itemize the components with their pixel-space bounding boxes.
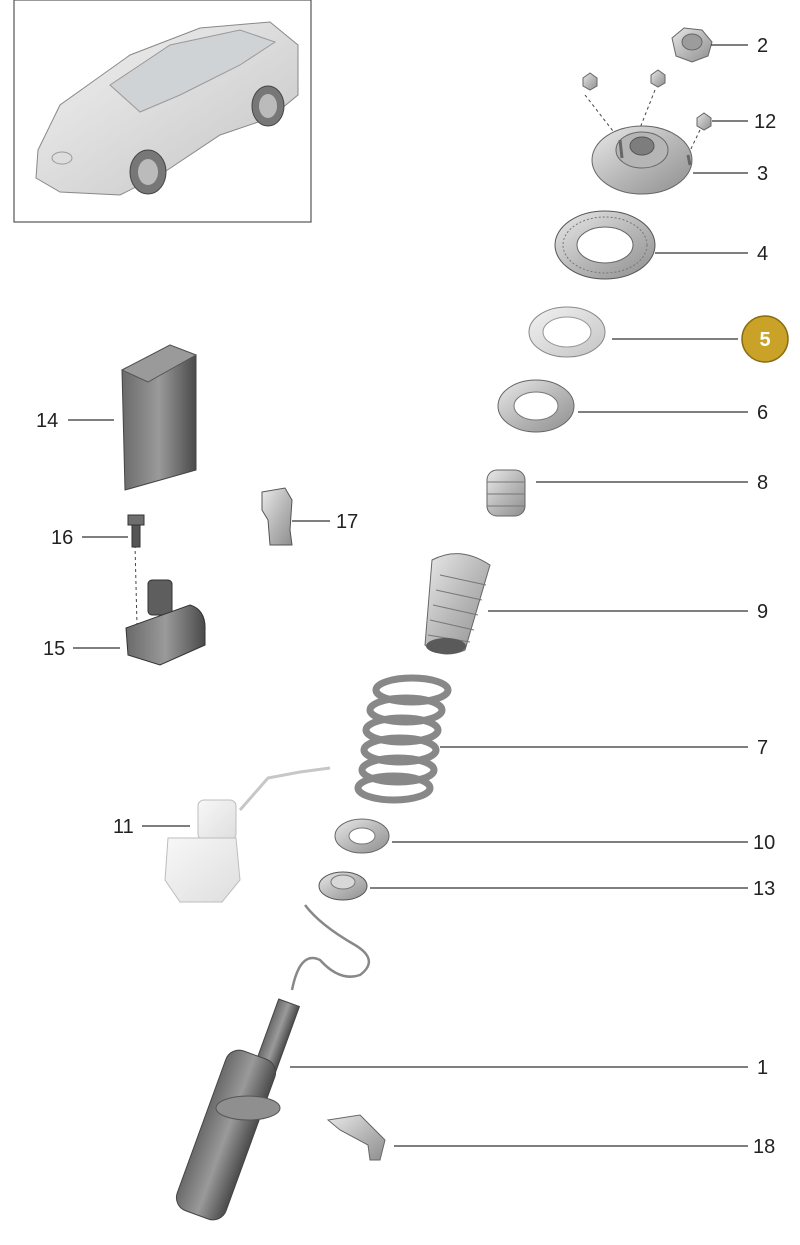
callout-8[interactable]: 8 xyxy=(757,472,768,494)
part-18-clip[interactable] xyxy=(326,1114,386,1161)
callout-18[interactable]: 18 xyxy=(753,1136,775,1158)
part-4-bearing[interactable] xyxy=(554,210,656,280)
callout-13[interactable]: 13 xyxy=(753,878,775,900)
callout-1[interactable]: 1 xyxy=(757,1057,768,1079)
part-10-spring-seat[interactable] xyxy=(334,818,390,854)
part-1-shock-absorber[interactable] xyxy=(172,904,370,1224)
callout-15[interactable]: 15 xyxy=(43,638,65,660)
part-5-washer[interactable] xyxy=(528,306,606,358)
callout-9[interactable]: 9 xyxy=(757,601,768,623)
part-3-top-mount[interactable] xyxy=(591,125,693,195)
callout-17[interactable]: 17 xyxy=(336,511,358,533)
part-14-control-unit[interactable] xyxy=(120,344,198,491)
callout-3[interactable]: 3 xyxy=(757,163,768,185)
assembly-guide-lines xyxy=(134,89,701,626)
callout-7[interactable]: 7 xyxy=(757,737,768,759)
callout-10[interactable]: 10 xyxy=(753,832,775,854)
callout-2[interactable]: 2 xyxy=(757,35,768,57)
callout-14[interactable]: 14 xyxy=(36,410,58,432)
part-2-nut[interactable] xyxy=(671,27,713,63)
part-17-holder[interactable] xyxy=(261,487,293,546)
part-6-washer[interactable] xyxy=(497,379,575,433)
callout-11[interactable]: 11 xyxy=(113,816,134,838)
callout-6[interactable]: 6 xyxy=(757,402,768,424)
callout-12[interactable]: 12 xyxy=(754,111,776,133)
car-icon xyxy=(35,21,299,196)
part-12-small-nuts[interactable] xyxy=(582,69,712,131)
leader-lines xyxy=(68,44,748,1147)
vehicle-thumbnail[interactable] xyxy=(13,0,312,223)
part-8-bump-stop[interactable] xyxy=(486,469,526,517)
part-15-sensor[interactable] xyxy=(125,579,206,666)
part-11-sensor-housing[interactable] xyxy=(164,766,331,903)
callout-5-number: 5 xyxy=(759,329,770,351)
part-7-coil-spring[interactable] xyxy=(354,674,452,804)
callout-labels: 2 12 3 4 5 6 8 9 7 10 13 1 18 14 16 17 1… xyxy=(36,35,789,1158)
callout-16[interactable]: 16 xyxy=(51,527,73,549)
part-16-bolt[interactable] xyxy=(127,514,145,548)
callout-4[interactable]: 4 xyxy=(757,243,768,265)
part-13-spring-pad[interactable] xyxy=(318,871,368,901)
part-9-dust-boot[interactable] xyxy=(424,553,491,655)
callout-5-selected[interactable]: 5 xyxy=(741,315,789,363)
